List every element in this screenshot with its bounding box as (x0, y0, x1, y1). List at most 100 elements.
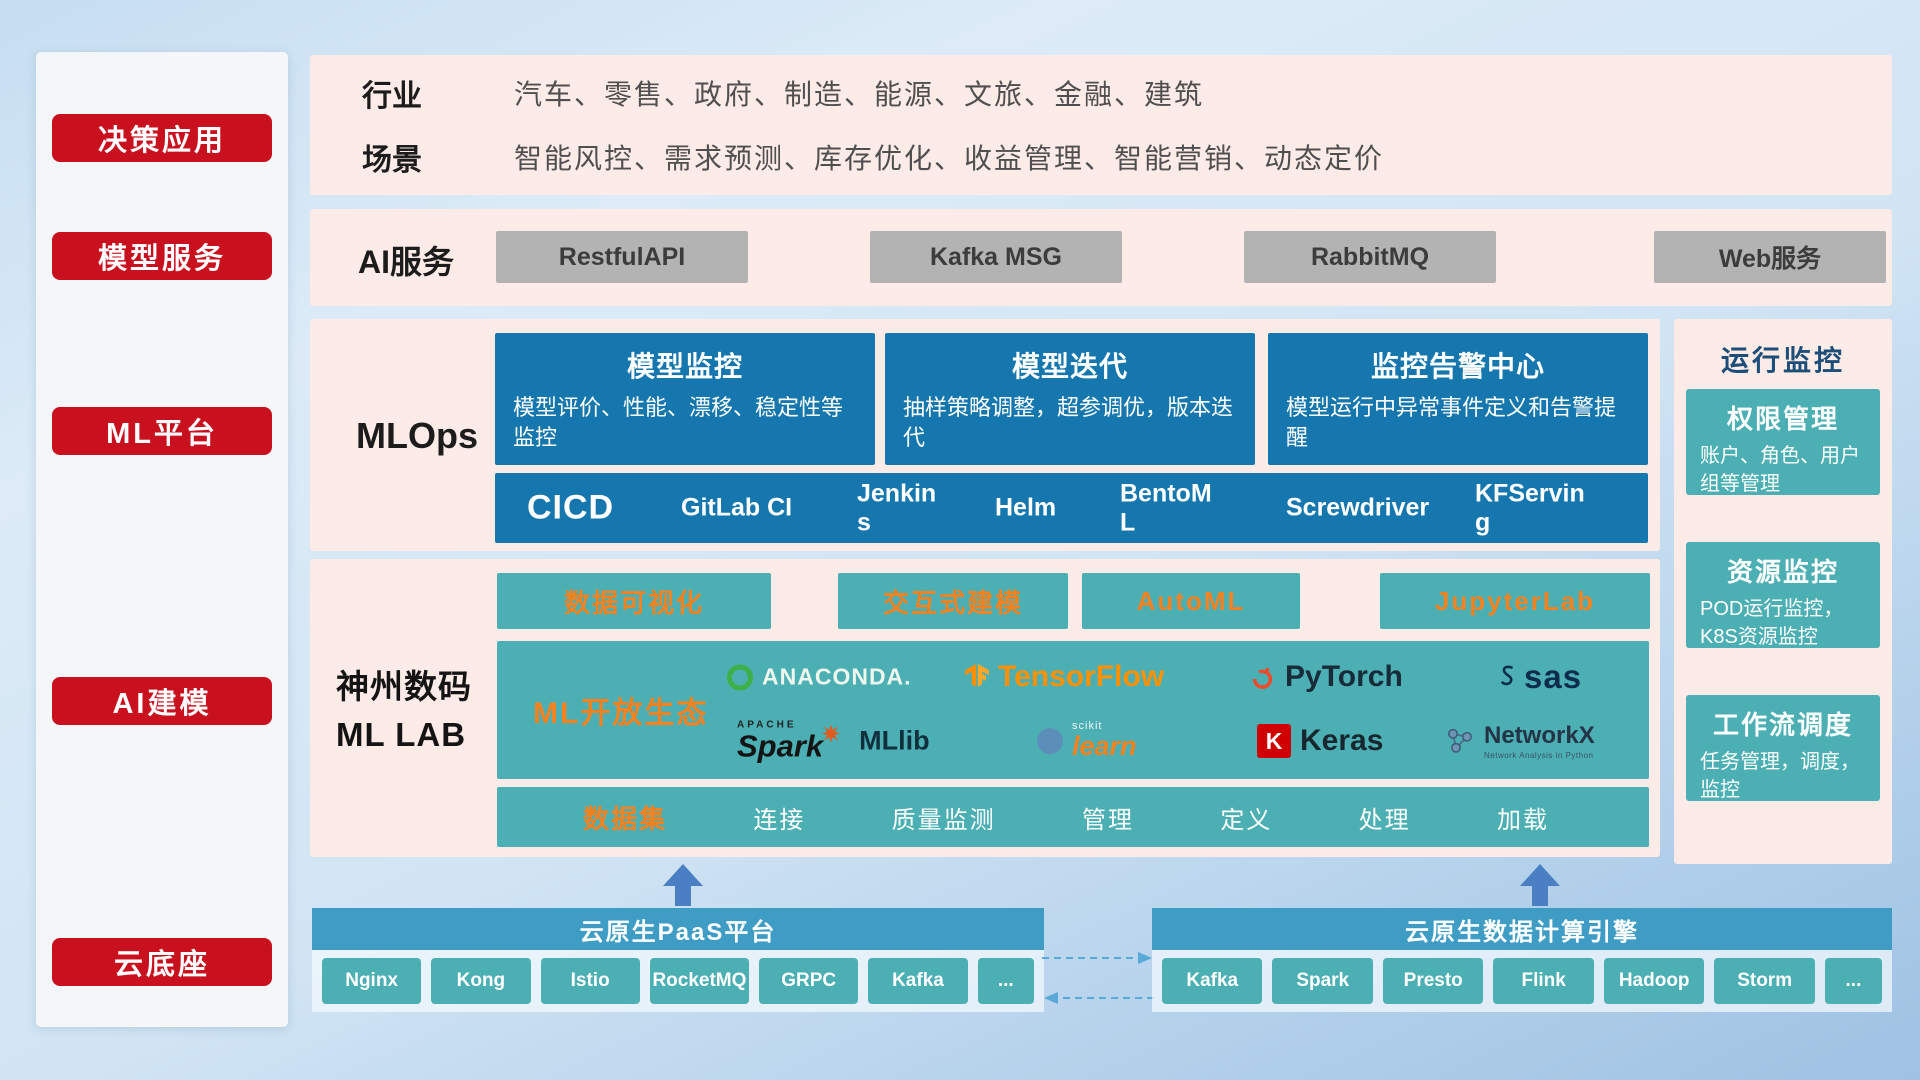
pytorch-logo: PyTorch (1249, 660, 1403, 694)
ai-service-label: AI服务 (358, 244, 455, 280)
paas-rocketmq: RocketMQ (649, 958, 750, 1004)
run-monitoring-panel: 运行监控 权限管理 账户、角色、用户组等管理 资源监控 POD运行监控，K8S资… (1674, 319, 1892, 864)
alert-center-title: 监控告警中心 (1370, 351, 1545, 382)
keras-icon: K (1257, 724, 1291, 758)
anaconda-icon (727, 664, 753, 690)
sas-swirl-icon (1501, 665, 1513, 686)
jupyterlab-button: JupyterLab (1380, 573, 1650, 629)
permission-card: 权限管理 账户、角色、用户组等管理 (1686, 389, 1880, 495)
dataset-bar: 数据集 连接 质量监测 管理 定义 处理 加载 (497, 787, 1649, 847)
mllab-label-line1: 神州数码 (336, 668, 472, 705)
cicd-helm: Helm (995, 493, 1057, 522)
engine-hadoop: Hadoop (1603, 958, 1705, 1004)
networkx-subtitle: Network Analysis in Python (1484, 750, 1594, 760)
paas-istio: Istio (540, 958, 640, 1004)
cicd-bentoml: BentoML (1120, 479, 1212, 536)
engine-flink: Flink (1493, 958, 1594, 1004)
pytorch-text: PyTorch (1285, 660, 1403, 693)
sidebar-item-cloud-base: 云底座 (52, 938, 272, 986)
ml-ecosystem-box: ML开放生态 ANACONDA. TensorFlow PyTorch (497, 641, 1649, 779)
cicd-gitlab-ci: GitLab CI (681, 493, 793, 522)
spark-apache-text: APACHE (737, 719, 797, 731)
engine-more: ... (1824, 958, 1882, 1004)
sas-text: sas (1524, 658, 1583, 695)
resource-desc: POD运行监控，K8S资源监控 (1700, 598, 1844, 648)
dataset-item-manage: 管理 (1082, 806, 1134, 834)
paas-kafka: Kafka (868, 958, 968, 1004)
sidebar-item-ai-modeling: AI建模 (52, 677, 272, 725)
workflow-card: 工作流调度 任务管理，调度，监控 (1686, 695, 1880, 801)
engine-presto: Presto (1382, 958, 1484, 1004)
dashed-exchange-arrows (1042, 952, 1154, 1004)
sas-logo: sas (1499, 658, 1582, 696)
rabbitmq-button: RabbitMQ (1244, 231, 1496, 283)
sidebar-item-decision-app: 决策应用 (52, 114, 272, 162)
paas-nginx: Nginx (322, 958, 422, 1004)
ml-ecosystem-label: ML开放生态 (533, 697, 709, 730)
paas-panel: 云原生PaaS平台 Nginx Kong Istio RocketMQ GRPC… (312, 908, 1044, 1012)
alert-center-desc: 模型运行中异常事件定义和告警提醒 (1286, 395, 1617, 450)
model-monitoring-card: 模型监控 模型评价、性能、漂移、稳定性等监控 (495, 333, 875, 465)
networkx-icon (1448, 729, 1472, 753)
paas-title: 云原生PaaS平台 (312, 908, 1044, 950)
pytorch-icon (1252, 667, 1273, 689)
resource-title: 资源监控 (1726, 557, 1839, 587)
up-arrow-right (1520, 864, 1560, 906)
scene-label: 场景 (362, 144, 422, 177)
engine-spark: Spark (1272, 958, 1373, 1004)
kafka-msg-button: Kafka MSG (870, 231, 1122, 283)
cicd-bar: CICD GitLab CI Jenkins Helm BentoML Scre… (495, 473, 1648, 543)
tensorflow-logo: TensorFlow (965, 660, 1164, 694)
paas-kong: Kong (431, 958, 531, 1004)
sidebar-item-ml-platform: ML平台 (52, 407, 272, 455)
up-arrow-left (663, 864, 703, 906)
mllab-label: 神州数码 ML LAB (336, 663, 472, 759)
cicd-jenkins: Jenkins (857, 479, 937, 536)
spark-text: Spark (737, 728, 824, 764)
keras-logo: K Keras (1257, 724, 1383, 758)
mllab-panel: 神州数码 ML LAB 数据可视化 交互式建模 AutoML JupyterLa… (310, 559, 1660, 857)
scikit-learn-icon (1037, 728, 1063, 754)
paas-grpc: GRPC (759, 958, 859, 1004)
dataset-item-load: 加载 (1496, 806, 1549, 834)
spark-star-icon (822, 724, 841, 743)
keras-text: Keras (1300, 724, 1384, 757)
dataset-label: 数据集 (583, 803, 668, 834)
mllib-text: MLlib (859, 725, 930, 756)
model-iteration-desc: 抽样策略调整，超参调优，版本迭代 (903, 395, 1234, 450)
permission-title: 权限管理 (1726, 404, 1839, 434)
dataset-item-quality: 质量监测 (891, 806, 996, 834)
industry-label: 行业 (362, 80, 422, 113)
web-service-button: Web服务 (1654, 231, 1886, 283)
model-monitoring-desc: 模型评价、性能、漂移、稳定性等监控 (513, 395, 844, 450)
industry-list: 汽车、零售、政府、制造、能源、文旅、金融、建筑 (514, 79, 1205, 110)
resource-card: 资源监控 POD运行监控，K8S资源监控 (1686, 542, 1880, 648)
tensorflow-icon (965, 664, 989, 687)
sidebar: 决策应用 模型服务 ML平台 AI建模 云底座 (36, 52, 288, 1027)
data-engine-panel: 云原生数据计算引擎 Kafka Spark Presto Flink Hadoo… (1152, 908, 1892, 1012)
mlops-panel: MLOps 模型监控 模型评价、性能、漂移、稳定性等监控 模型迭代 抽样策略调整… (310, 319, 1660, 551)
dataset-item-define: 定义 (1220, 806, 1273, 834)
cicd-screwdriver: Screwdriver (1286, 493, 1430, 522)
spark-wordmark: APACHE Spark (737, 719, 841, 764)
model-monitoring-title: 模型监控 (626, 351, 743, 382)
workflow-title: 工作流调度 (1712, 710, 1853, 740)
data-engine-title: 云原生数据计算引擎 (1152, 908, 1892, 950)
anaconda-logo: ANACONDA. (727, 664, 912, 691)
restful-api-button: RestfulAPI (496, 231, 748, 283)
spark-mllib-logo: APACHE Spark MLlib (737, 719, 930, 764)
data-visualization-button: 数据可视化 (497, 573, 771, 629)
model-iteration-title: 模型迭代 (1011, 351, 1128, 382)
paas-body: Nginx Kong Istio RocketMQ GRPC Kafka ... (312, 950, 1044, 1012)
mllab-label-line2: ML LAB (336, 715, 467, 753)
engine-storm: Storm (1714, 958, 1815, 1004)
paas-more: ... (977, 958, 1034, 1004)
engine-kafka: Kafka (1162, 958, 1263, 1004)
scikit-text: scikit (1072, 720, 1103, 733)
model-iteration-card: 模型迭代 抽样策略调整，超参调优，版本迭代 (885, 333, 1255, 465)
automl-button: AutoML (1082, 573, 1300, 629)
learn-text: learn (1072, 731, 1137, 762)
scene-list: 智能风控、需求预测、库存优化、收益管理、智能营销、动态定价 (514, 143, 1385, 174)
dataset-item-process: 处理 (1358, 806, 1411, 834)
